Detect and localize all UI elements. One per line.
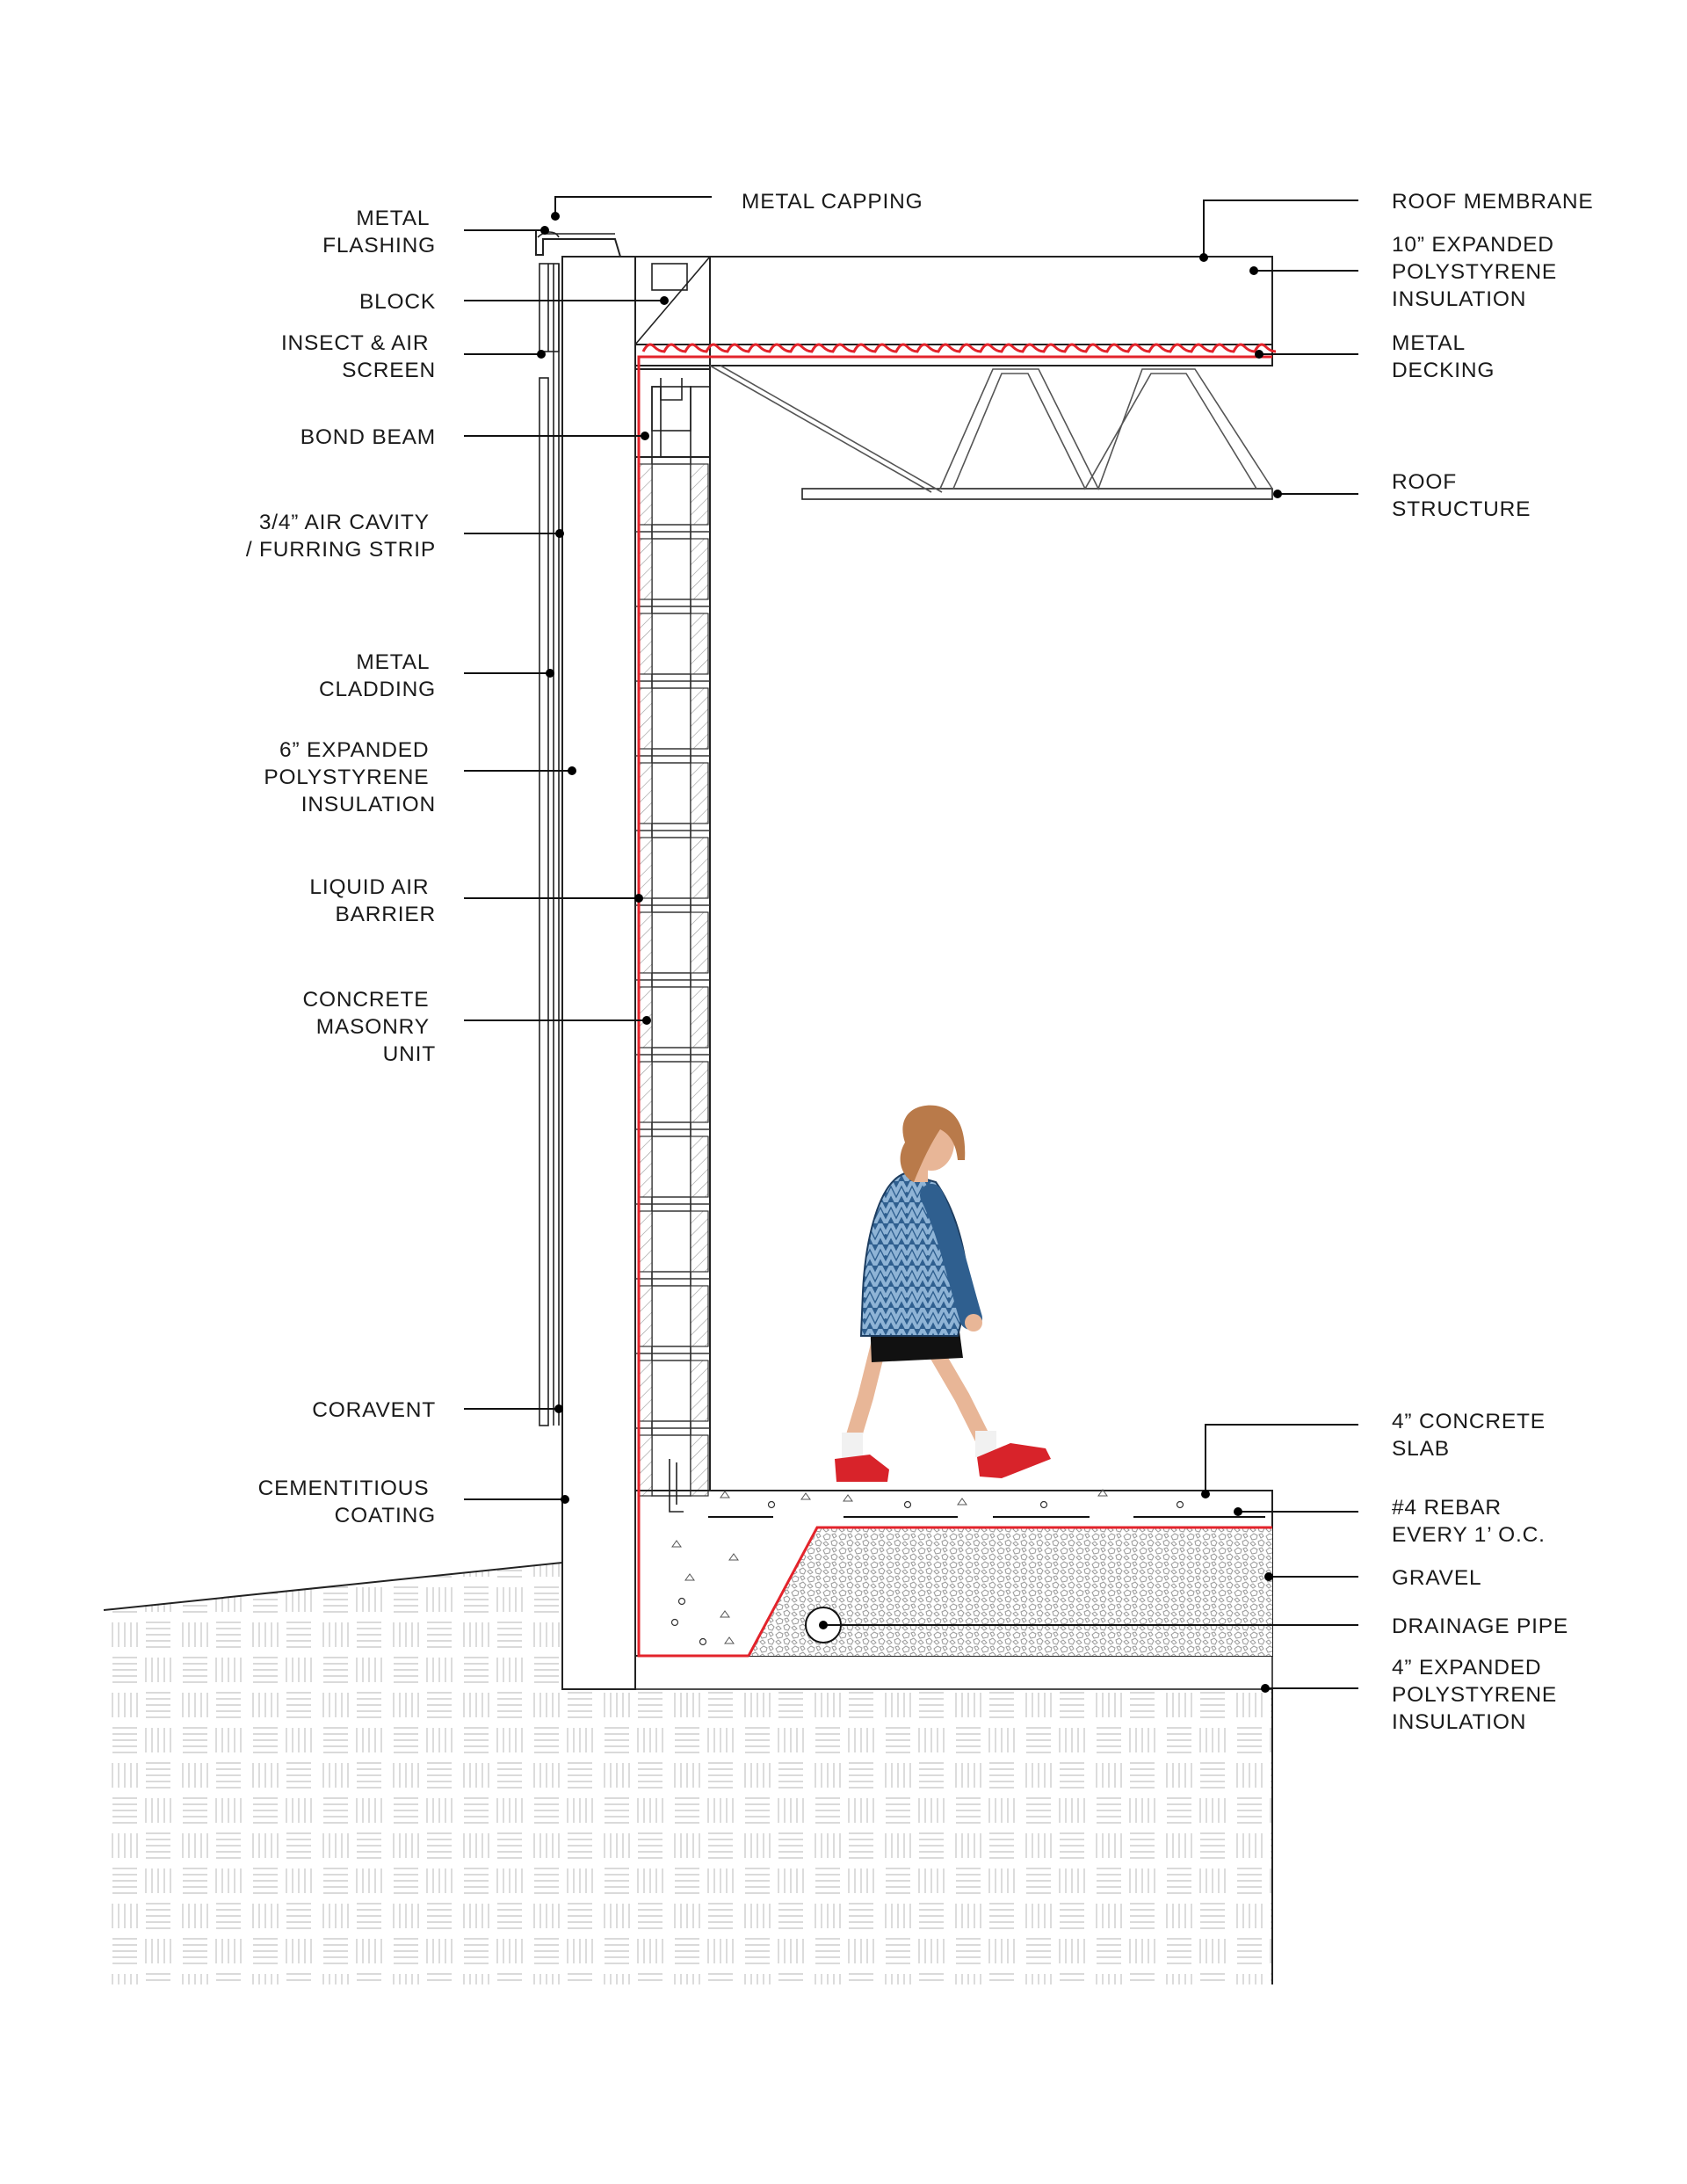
svg-text:CORAVENT: CORAVENT: [312, 1398, 436, 1422]
person-walking: [835, 1105, 1051, 1482]
label-concrete-slab-1: 4” CONCRETE: [1392, 1410, 1546, 1433]
metal-decking: [634, 343, 1277, 366]
label-roof-structure-1: ROOF: [1392, 470, 1457, 494]
cmu-cell: [635, 830, 710, 899]
label-wall-insulation-1: 6” EXPANDED: [279, 738, 429, 762]
label-metal-decking-1: METAL: [1392, 331, 1465, 355]
shoe-right: [977, 1443, 1051, 1478]
svg-text:BLOCK: BLOCK: [359, 290, 436, 314]
shoe-left: [835, 1455, 889, 1482]
label-coravent: CORAVENT: [312, 1398, 436, 1422]
label-insect-screen-1: INSECT & AIR: [281, 331, 429, 355]
label-metal-cladding-1: METAL: [356, 650, 429, 674]
svg-text:BOND BEAM: BOND BEAM: [300, 425, 436, 449]
svg-text:GRAVEL: GRAVEL: [1392, 1566, 1481, 1590]
svg-text:3/4” AIR CAVITY / FURRIN: 3/4” AIR CAVITY / FURRING STRIP: [246, 511, 436, 562]
cmu-cell: [635, 456, 710, 526]
label-metal-capping: METAL CAPPING: [742, 190, 923, 214]
cmu-cell: [635, 755, 710, 824]
cmu-cell: [635, 531, 710, 600]
label-slab-insulation-3: INSULATION: [1392, 1710, 1526, 1734]
bond-beam: [634, 368, 711, 458]
cmu-cell: [635, 1427, 710, 1497]
svg-text:METAL CLADDING: METAL CLADDING: [319, 650, 436, 701]
svg-text:DRAINAGE PIPE: DRAINAGE PIPE: [1392, 1614, 1568, 1638]
svg-text:INSECT & AIR SCREEN: INSECT & AIR SCREEN: [281, 331, 436, 382]
svg-text:CONCRETE MASONRY U: CONCRETE MASONRY UNIT: [303, 988, 437, 1066]
leader-lines: [464, 196, 1358, 1693]
svg-text:4” EXPANDED POLYSTYRENE: 4” EXPANDED POLYSTYRENE INSULATION: [1392, 1656, 1564, 1734]
slab-insulation: [634, 1655, 1273, 1690]
svg-text:LIQUID AIR BARRIER: LIQUID AIR BARRIER: [309, 875, 436, 926]
label-cmu-3: UNIT: [383, 1042, 436, 1066]
label-cementitious-2: COATING: [335, 1504, 436, 1527]
label-gravel: GRAVEL: [1392, 1566, 1481, 1590]
wall-insulation: [561, 256, 636, 1690]
cmu-cell: [635, 1054, 710, 1123]
label-wall-insulation-3: INSULATION: [301, 793, 436, 816]
label-slab-insulation-2: POLYSTYRENE: [1392, 1683, 1557, 1707]
cmu-cell: [635, 1203, 710, 1273]
svg-text:10” EXPANDED POLYSTYRENE: 10” EXPANDED POLYSTYRENE INSULATION: [1392, 233, 1564, 311]
label-wall-insulation-2: POLYSTYRENE: [264, 765, 429, 789]
label-metal-flashing-2: FLASHING: [322, 234, 436, 258]
svg-text:METAL DECKING: METAL DECKING: [1392, 331, 1495, 382]
label-drainage-pipe: DRAINAGE PIPE: [1392, 1614, 1568, 1638]
label-concrete-slab-2: SLAB: [1392, 1437, 1450, 1461]
label-cementitious-1: CEMENTITIOUS: [258, 1477, 430, 1500]
label-bond-beam: BOND BEAM: [300, 425, 436, 449]
cmu-cell: [635, 979, 710, 1048]
svg-text:METAL CAPPING: METAL CAPPING: [742, 190, 923, 214]
svg-text:CEMENTITIOUS COATING: CEMENTITIOUS COATING: [258, 1477, 436, 1527]
label-metal-cladding-2: CLADDING: [319, 678, 436, 701]
label-cmu-1: CONCRETE: [303, 988, 430, 1012]
metal-cladding: [539, 263, 560, 1426]
cmu-cell: [635, 606, 710, 675]
label-air-barrier-1: LIQUID AIR: [309, 875, 429, 899]
label-roof-insulation-1: 10” EXPANDED: [1392, 233, 1554, 257]
roof-insulation: [709, 256, 1273, 345]
liquid-air-barrier: [637, 355, 1272, 1491]
callout-labels: METAL CAPPING METAL FLASHING BLOCK INSEC…: [246, 190, 1594, 1734]
svg-text:#4 REBAR EVERY 1’ O.C.: #4 REBAR EVERY 1’ O.C.: [1392, 1496, 1546, 1547]
cmu-cell: [635, 1278, 710, 1347]
cmu-cell: [635, 680, 710, 750]
label-air-cavity-2: / FURRING STRIP: [246, 538, 436, 562]
svg-text:4” CONCRETE SLAB: 4” CONCRETE SLAB: [1392, 1410, 1552, 1461]
cmu-cell: [635, 1128, 710, 1198]
svg-text:METAL FLASHING: METAL FLASHING: [322, 207, 436, 258]
cmu-cell: [635, 1353, 710, 1422]
label-roof-structure-2: STRUCTURE: [1392, 497, 1531, 521]
label-roof-membrane: ROOF MEMBRANE: [1392, 190, 1594, 214]
label-roof-insulation-3: INSULATION: [1392, 287, 1526, 311]
label-rebar-2: EVERY 1’ O.C.: [1392, 1523, 1546, 1547]
label-cmu-2: MASONRY: [316, 1015, 430, 1039]
label-metal-decking-2: DECKING: [1392, 359, 1495, 382]
svg-text:ROOF MEMBRANE: ROOF MEMBRANE: [1392, 190, 1594, 214]
label-slab-insulation-1: 4” EXPANDED: [1392, 1656, 1541, 1680]
svg-text:ROOF STRUCTURE: ROOF STRUCTURE: [1392, 470, 1531, 521]
metal-capping: [535, 230, 621, 258]
soil: [103, 1562, 1273, 1984]
label-block: BLOCK: [359, 290, 436, 314]
label-metal-flashing-1: METAL: [356, 207, 429, 230]
cmu-cells: [635, 456, 710, 1497]
label-rebar-1: #4 REBAR: [1392, 1496, 1502, 1520]
cmu-cell: [635, 904, 710, 974]
concrete-slab: [634, 1459, 1273, 1658]
svg-text:6” EXPANDED POLYSTYRENE: 6” EXPANDED POLYSTYRENE INSULATION: [264, 738, 436, 816]
label-air-barrier-2: BARRIER: [335, 903, 436, 926]
roof-structure: [709, 365, 1273, 500]
label-insect-screen-2: SCREEN: [342, 359, 436, 382]
label-roof-insulation-2: POLYSTYRENE: [1392, 260, 1557, 284]
label-air-cavity-1: 3/4” AIR CAVITY: [259, 511, 430, 534]
